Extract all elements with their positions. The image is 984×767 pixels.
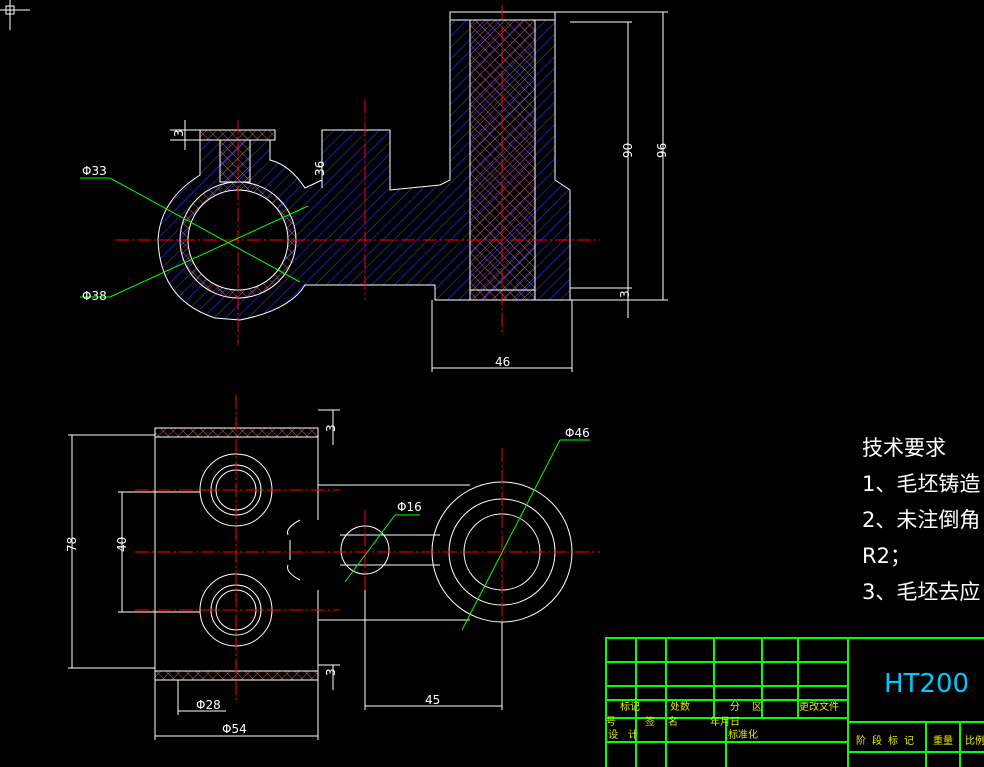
title-block-cells: 标记 处数 分 区 更改文件 号 签 名 年月日 设 计 标准化 阶 段 标 记…: [606, 700, 984, 747]
material-label: HT200: [884, 669, 969, 699]
svg-text:号: 号: [606, 716, 616, 728]
title-block: [605, 637, 984, 767]
svg-text:签: 签: [645, 715, 655, 728]
dim-90: 90: [621, 143, 635, 158]
dim-46: 46: [495, 355, 510, 369]
svg-text:年月日: 年月日: [710, 715, 740, 728]
plan-leaders: [344, 439, 590, 631]
svg-text:段: 段: [872, 734, 882, 747]
front-dim-lines: [170, 11, 668, 372]
boss-slot: [219, 139, 251, 183]
dim-phi38: Φ38: [82, 289, 107, 303]
dim-phi54: Φ54: [222, 722, 247, 736]
svg-text:名: 名: [668, 715, 678, 728]
svg-text:阶: 阶: [856, 734, 866, 747]
dim-phi46: Φ46: [565, 426, 590, 440]
svg-text:设: 设: [608, 729, 618, 741]
technical-requirements: 技术要求 1、毛坯铸造 2、未注倒角 R2； 3、毛坯去应: [862, 430, 980, 610]
dim-phi33: Φ33: [82, 164, 107, 178]
dim-3-plan-bottom: 3: [324, 668, 338, 676]
dim-40: 40: [115, 537, 129, 552]
svg-text:处数: 处数: [670, 700, 690, 713]
tech-item-1: 1、毛坯铸造: [862, 472, 981, 496]
svg-text:计: 计: [628, 728, 638, 741]
pin-hole: [340, 525, 390, 575]
svg-text:区: 区: [752, 701, 762, 713]
plan-dim-lines: [68, 409, 503, 740]
svg-text:标准化: 标准化: [728, 728, 758, 741]
tech-item-4: 3、毛坯去应: [862, 580, 981, 604]
svg-text:重量: 重量: [933, 734, 953, 747]
tech-item-3: R2；: [862, 544, 911, 568]
dim-phi16: Φ16: [397, 500, 422, 514]
svg-text:比例: 比例: [965, 734, 984, 747]
svg-text:标: 标: [888, 735, 898, 747]
plan-view: [154, 427, 573, 681]
plan-centerlines: [135, 395, 600, 700]
front-leaders: [80, 177, 309, 298]
front-centerlines: [115, 5, 600, 345]
dim-96: 96: [655, 143, 669, 158]
dim-36: 36: [313, 161, 327, 176]
ucs-icon: [0, 0, 30, 30]
dim-phi28: Φ28: [196, 698, 221, 712]
dim-3-top: 3: [172, 129, 186, 137]
dim-45: 45: [425, 693, 440, 707]
dim-3-plan-top: 3: [324, 424, 338, 432]
dim-3-right: 3: [618, 290, 632, 298]
svg-text:记: 记: [904, 735, 914, 747]
svg-text:分: 分: [730, 701, 740, 713]
svg-text:更改文件: 更改文件: [799, 700, 839, 713]
front-section-view: Φ33 Φ38 3 36 90 96 3 46: [80, 5, 669, 372]
tech-item-2: 2、未注倒角: [862, 508, 981, 532]
tech-title: 技术要求: [862, 436, 946, 460]
dim-78: 78: [65, 537, 79, 552]
svg-text:标记: 标记: [620, 701, 640, 713]
